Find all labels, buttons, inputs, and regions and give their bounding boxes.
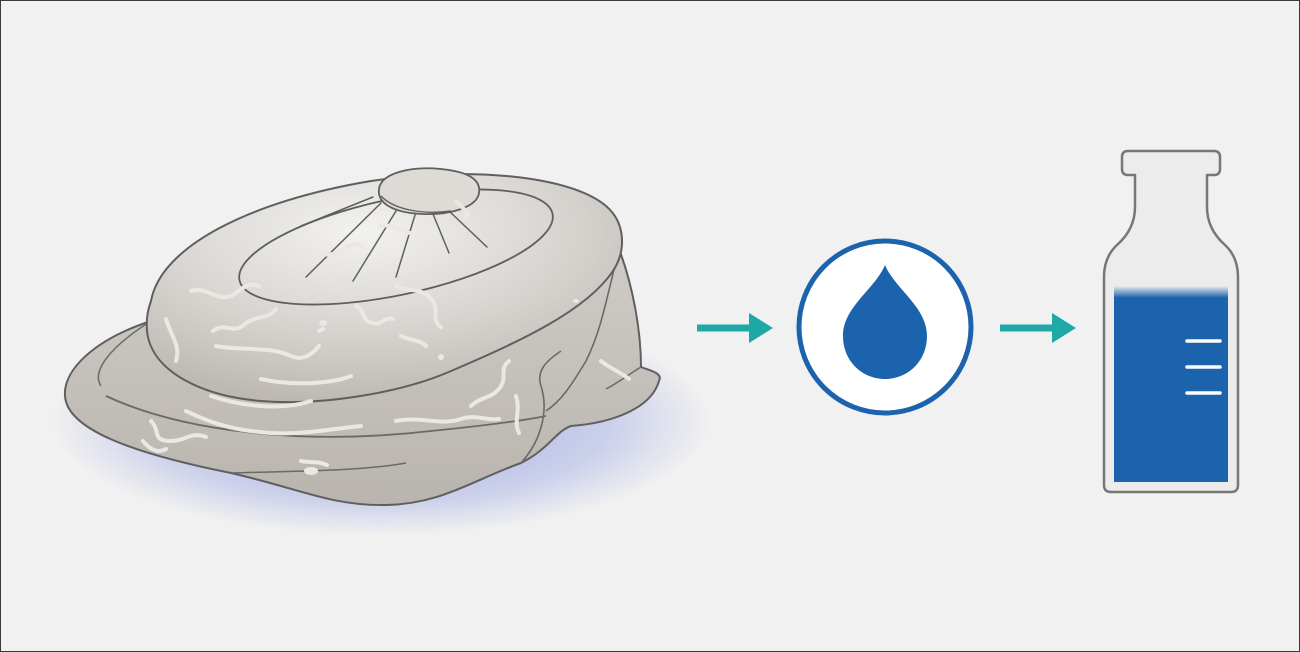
arrow-right-icon [1000, 313, 1076, 343]
arrow-right-icon [697, 313, 773, 343]
bottle-icon [1104, 151, 1238, 492]
placenta-icon [51, 167, 711, 536]
droplet-icon [799, 241, 971, 413]
bottle-liquid [1114, 286, 1228, 482]
